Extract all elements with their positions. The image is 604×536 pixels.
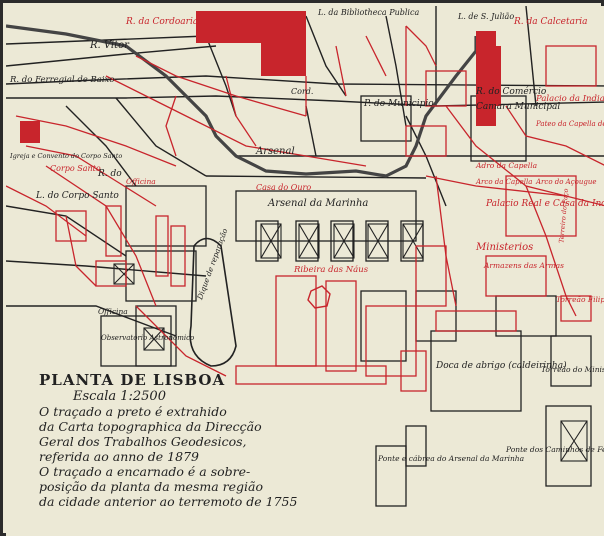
label-cordoaria: Cord. xyxy=(291,87,313,96)
label-arsenal: Arsenal xyxy=(255,146,295,157)
label-r-do: R. do xyxy=(97,169,122,179)
legend-line-2: da Carta topographica da Direcção xyxy=(39,419,262,434)
label-ponte-caminhos: Ponte dos Caminhos de Ferro do Sul e Sue… xyxy=(505,445,604,454)
label-ministerios: Ministerios xyxy=(475,242,533,253)
legend-title: PLANTA DE LISBOA xyxy=(39,371,226,389)
label-palacio-real: Palacio Real e Casa da India (nova) xyxy=(485,198,604,209)
label-torreao: Torreão do Ministerio da Guerra xyxy=(541,365,604,374)
tram-line xyxy=(6,24,478,178)
label-torreao-filipino: Torreão Filipino xyxy=(556,295,604,304)
label-palacio-india: Palacio da India (antiga) xyxy=(535,93,604,104)
legend-line-7: da cidade anterior ao terremoto de 1755 xyxy=(39,494,298,509)
red-hexagon-structure xyxy=(307,285,331,309)
black-street-network xyxy=(6,6,604,337)
label-corpo-santo-church: Igreja e Convento do Corpo Santo xyxy=(9,152,122,160)
arsenal-sheds xyxy=(113,223,588,462)
red-street-network xyxy=(6,25,604,377)
label-corpo-santo: Corpo Santo xyxy=(50,164,101,173)
label-p-municipio: P. do Municipio xyxy=(363,99,434,109)
legend-line-5: O traçado a encarnado é a sobre- xyxy=(39,464,251,479)
label-ribeira-naus: Ribeira das Náus xyxy=(293,264,369,275)
label-r-calcetaria: R. da Calcetaria xyxy=(513,17,588,27)
map-legend: PLANTA DE LISBOA Escala 1:2500 O traçado… xyxy=(39,371,399,509)
legend-line-6: posição da planta da mesma região xyxy=(39,479,263,494)
label-r-cordoaria: R. da Cordoaria xyxy=(125,17,198,27)
label-capela: Adro da Capella xyxy=(475,161,537,170)
dry-dock-outline xyxy=(189,237,237,367)
label-armazens: Armazens das Armas xyxy=(483,261,564,270)
red-building-outlines xyxy=(55,45,597,392)
red-labels: R. da Calcetaria R. da Cordoaria Corpo S… xyxy=(50,17,604,304)
label-r-vitor: R. Vitor xyxy=(89,40,130,51)
legend-line-4: referida ao anno de 1879 xyxy=(39,449,199,464)
legend-line-1: O traçado a preto é extrahido xyxy=(39,404,227,419)
label-observatorio: Observatorio Astronómico xyxy=(101,334,194,342)
label-ponte-cabrea: Ponte e cábrea do Arsenal da Marinha xyxy=(377,454,524,463)
label-arsenal-da-marinha: Arsenal da Marinha xyxy=(267,198,368,209)
paper-background xyxy=(6,6,604,536)
label-doca: Doca de abrigo (caldeirinha) xyxy=(435,360,567,371)
label-biblioteca: L. da Bibliotheca Publica xyxy=(317,8,419,17)
label-casa-ouro: Casa do Ouro xyxy=(256,183,311,192)
label-r-comercio: R. do Comércio xyxy=(475,86,547,97)
label-patio-capela: Pateo da Capella de Lisboa xyxy=(535,120,604,128)
red-solid-buildings xyxy=(20,11,501,143)
label-arco-acougue: Arco do Açougue xyxy=(535,178,597,186)
label-officina-red: Officina xyxy=(126,177,156,186)
label-r-ferregial: R. do Ferregial de Baixo xyxy=(9,75,114,85)
label-officina: Officina xyxy=(98,307,128,316)
label-arco-capela: Arco da Capella xyxy=(475,178,532,186)
historical-map: L. da Bibliotheca Publica L. de S. Juliã… xyxy=(6,6,604,536)
legend-scale: Escala 1:2500 xyxy=(73,389,166,404)
label-camara: Camara Municipal xyxy=(476,102,560,112)
legend-line-3: Geral dos Trabalhos Geodesicos, xyxy=(39,434,247,449)
label-s-juliao: L. de S. Julião xyxy=(457,12,514,21)
label-l-corpo-santo: L. do Corpo Santo xyxy=(35,191,119,201)
